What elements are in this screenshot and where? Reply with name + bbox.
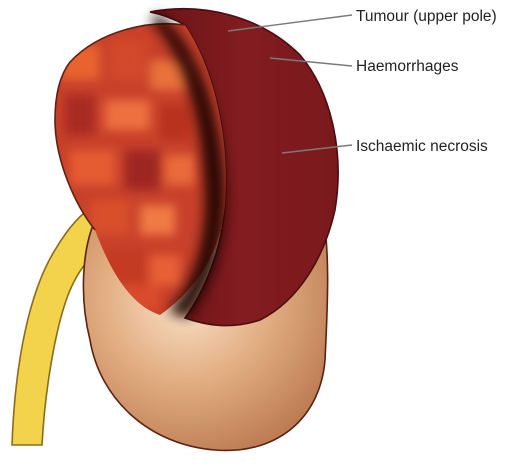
necrosis-label: Ischaemic necrosis bbox=[356, 138, 488, 155]
haemorrhages-label: Haemorrhages bbox=[356, 58, 459, 75]
tumour-label: Tumour (upper pole) bbox=[356, 8, 497, 25]
